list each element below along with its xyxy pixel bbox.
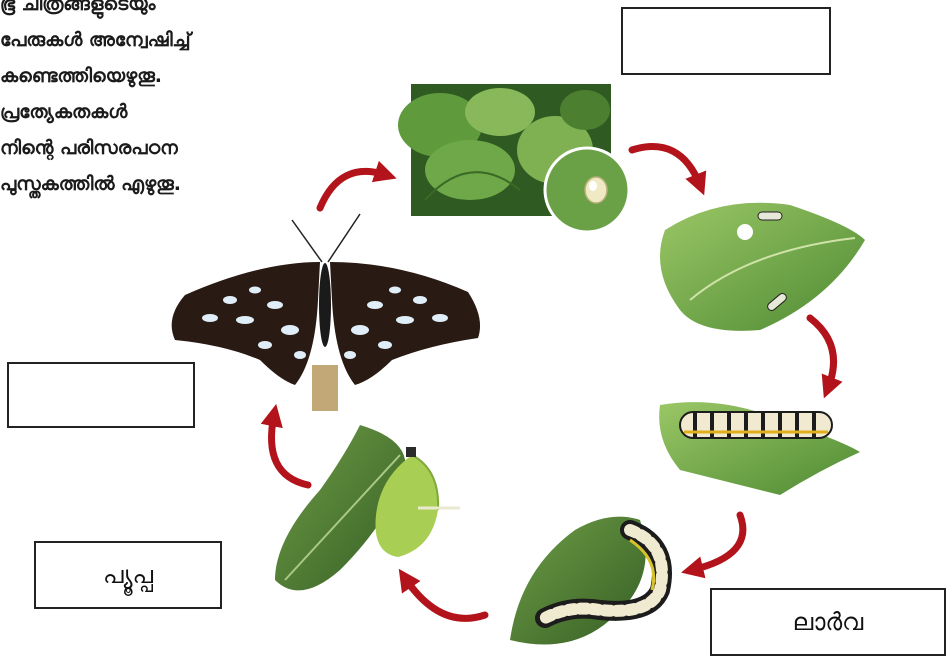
arrow-curled-to-pupa [405,578,485,618]
larva-label: ലാർവ [793,608,864,636]
arrow-pupa-to-butterfly [272,415,308,485]
butterfly-image [172,214,480,411]
arrow-larva-to-caterpillar [810,318,834,388]
small-larva-image [660,203,865,331]
label-box-pupa[interactable]: പ്യൂപ്പ [34,541,222,609]
curled-caterpillar-image [510,517,662,645]
caterpillar-on-leaf-image [659,402,860,495]
label-box-left[interactable] [7,362,195,428]
pupa-label: പ്യൂപ്പ [103,561,153,589]
pupa-chrysalis-image [275,425,460,590]
arrow-caterpillar-to-curled [692,515,743,570]
label-box-top[interactable] [621,7,831,75]
arrow-butterfly-to-egg [320,171,386,208]
egg-on-leaf-image [398,84,629,232]
arrow-egg-to-larva [632,147,700,185]
label-box-larva[interactable]: ലാർവ [710,588,946,656]
